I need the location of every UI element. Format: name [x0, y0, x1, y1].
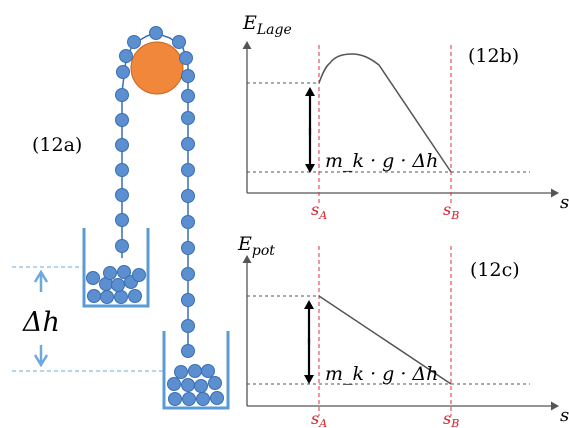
panel-12b-label: (12b) [468, 45, 519, 67]
graph-12c-y-label: Epot [237, 233, 275, 259]
arrow-up-icon [33, 269, 49, 292]
graph-12c-formula: m_k · g · Δh [325, 363, 438, 385]
graph-12c-tick-sa: sA [311, 409, 327, 428]
graph-12b-tick-sa: sA [311, 200, 327, 222]
lower-beaker-beads [167, 364, 224, 406]
energy-curve [318, 53, 452, 173]
energy-line [318, 295, 452, 385]
pulley-ball [130, 41, 184, 95]
lower-beaker [162, 331, 230, 410]
arrow-down-icon [33, 345, 49, 368]
right-strand-beads [181, 69, 195, 358]
delta-h-indicator [12, 266, 164, 372]
delta-h-label: Δh [22, 307, 60, 338]
panel-12c-label: (12c) [470, 259, 520, 281]
graph-12b-x-label: s [560, 192, 569, 213]
upper-beaker-beads [86, 265, 146, 304]
graph-12c-x-label: s [560, 405, 569, 426]
graph-12b [242, 41, 559, 203]
chain-strand [121, 32, 189, 350]
left-strand-beads [115, 35, 141, 253]
graph-12b-y-label: ELage [242, 12, 292, 38]
graph-12b-formula: m_k · g · Δh [325, 150, 438, 172]
panel-12a-label: (12a) [32, 134, 82, 156]
chain-apparatus [82, 26, 230, 410]
graph-12c-tick-sb: sB [443, 409, 459, 428]
top-beads [149, 26, 193, 65]
graph-12b-tick-sb: sB [443, 200, 459, 222]
graph-12c [242, 246, 559, 416]
